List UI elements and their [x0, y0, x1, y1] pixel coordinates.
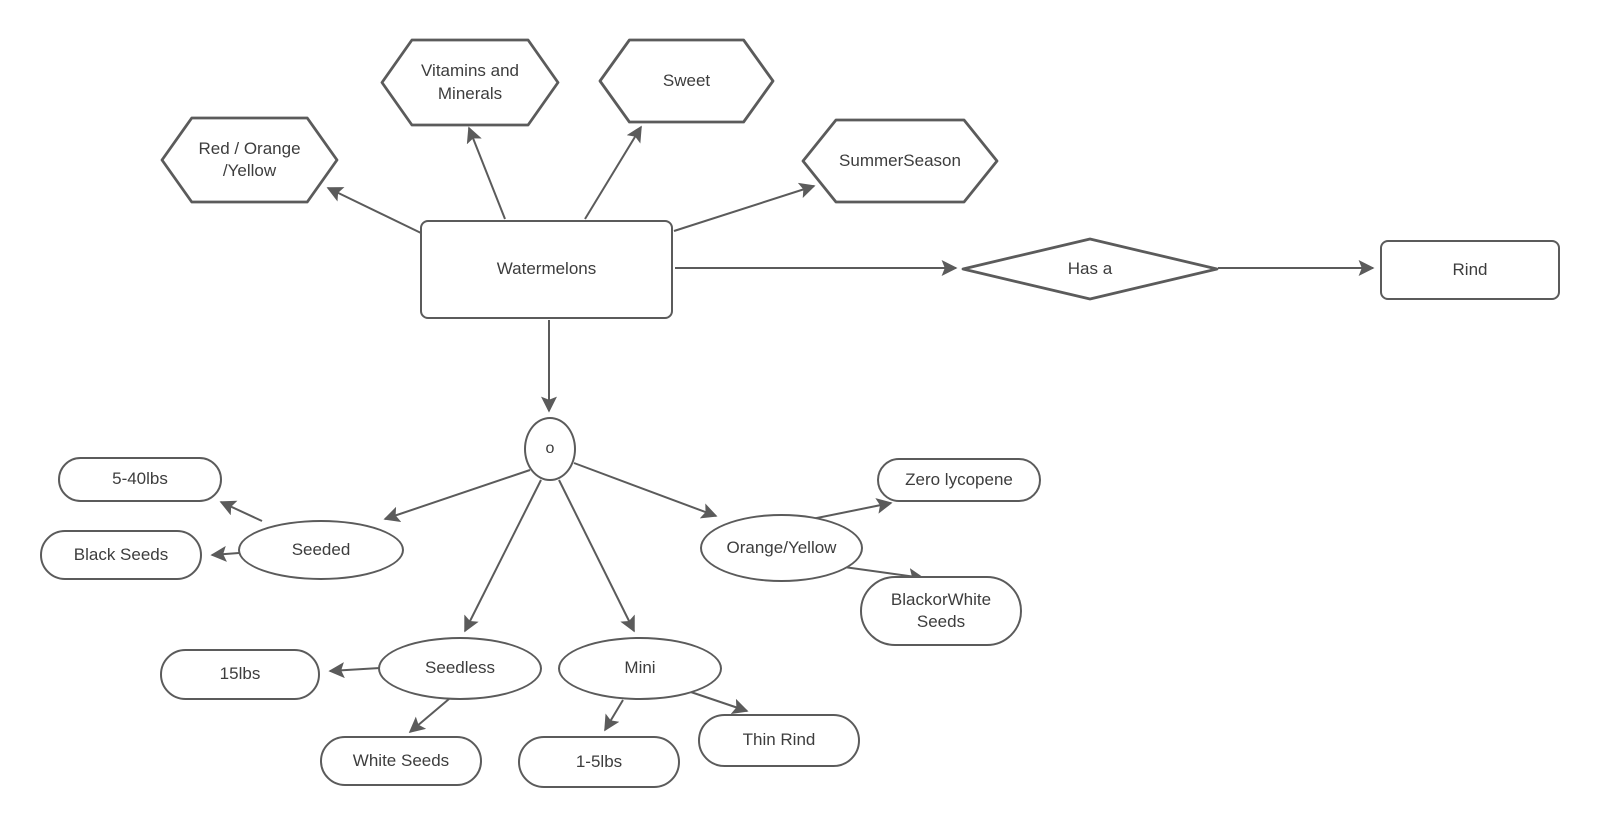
node-label: o — [545, 439, 555, 457]
edge-o-mini — [558, 479, 635, 633]
node-label: Vitamins and Minerals — [421, 61, 519, 103]
edge-mini-1-5lbs — [604, 699, 624, 732]
edge-watermelons-sweet — [584, 125, 642, 220]
node-o-connector[interactable]: o — [524, 417, 576, 481]
node-thin-rind[interactable]: Thin Rind — [698, 714, 860, 767]
hexagon-shape — [382, 40, 558, 125]
node-orange-yellow[interactable]: Orange/Yellow — [700, 514, 863, 582]
node-watermelons[interactable]: Watermelons — [420, 220, 673, 319]
node-label: Black Seeds — [73, 544, 169, 564]
edge-watermelons-red-orange — [326, 187, 422, 234]
node-5-40lbs[interactable]: 5-40lbs — [58, 457, 222, 502]
hexagon-shape — [162, 118, 337, 202]
node-label: 1-5lbs — [575, 751, 623, 771]
hexagon-shape — [803, 120, 997, 202]
node-blackorwhite-seeds[interactable]: BlackorWhite Seeds — [860, 576, 1022, 646]
node-seedless[interactable]: Seedless — [378, 637, 542, 700]
node-1-5lbs[interactable]: 1-5lbs — [518, 736, 680, 788]
node-label: Red / Orange /Yellow — [198, 138, 301, 180]
edge-o-seeded — [383, 469, 531, 522]
node-red-orange-yellow[interactable]: Red / Orange /Yellow — [162, 118, 337, 202]
edge-watermelons-vitamins — [466, 126, 506, 220]
node-label: BlackorWhite Seeds — [890, 589, 992, 631]
node-mini[interactable]: Mini — [558, 637, 722, 700]
node-seeded[interactable]: Seeded — [238, 520, 404, 580]
node-label: Orange/Yellow — [726, 537, 837, 557]
edge-o-seedless — [464, 479, 542, 633]
node-white-seeds[interactable]: White Seeds — [320, 736, 482, 786]
node-black-seeds[interactable]: Black Seeds — [40, 530, 202, 580]
node-label: Zero lycopene — [905, 469, 1013, 489]
edge-o-orange-yellow — [573, 462, 718, 519]
node-label: Watermelons — [496, 259, 597, 279]
node-label: Has a — [1067, 258, 1113, 278]
edge-seedless-white-seeds — [408, 698, 450, 734]
node-sweet[interactable]: Sweet — [600, 40, 773, 122]
edge-seeded-5-40lbs — [219, 500, 263, 522]
node-label: Sweet — [662, 70, 711, 90]
node-label: Mini — [624, 658, 656, 678]
edge-seeded-black-seeds — [210, 545, 240, 562]
diamond-shape — [963, 239, 1217, 299]
node-label: Thin Rind — [742, 730, 816, 750]
node-label: White Seeds — [352, 750, 450, 770]
node-label: Seeded — [291, 539, 351, 559]
hexagon-shape — [600, 40, 773, 122]
edge-watermelons-summer — [673, 182, 816, 232]
edge-seedless-15lbs — [328, 662, 381, 679]
node-zero-lycopene[interactable]: Zero lycopene — [877, 458, 1041, 502]
node-label: Seedless — [425, 658, 495, 678]
node-vitamins-and-minerals[interactable]: Vitamins and Minerals — [382, 40, 558, 125]
node-summer-season[interactable]: SummerSeason — [803, 120, 997, 202]
node-label: 5-40lbs — [112, 469, 168, 489]
node-rind[interactable]: Rind — [1380, 240, 1560, 300]
node-label: Rind — [1452, 259, 1488, 279]
node-has-a[interactable]: Has a — [963, 239, 1217, 299]
node-label: 15lbs — [219, 664, 261, 684]
node-label: SummerSeason — [839, 150, 961, 170]
node-15lbs[interactable]: 15lbs — [160, 649, 320, 700]
